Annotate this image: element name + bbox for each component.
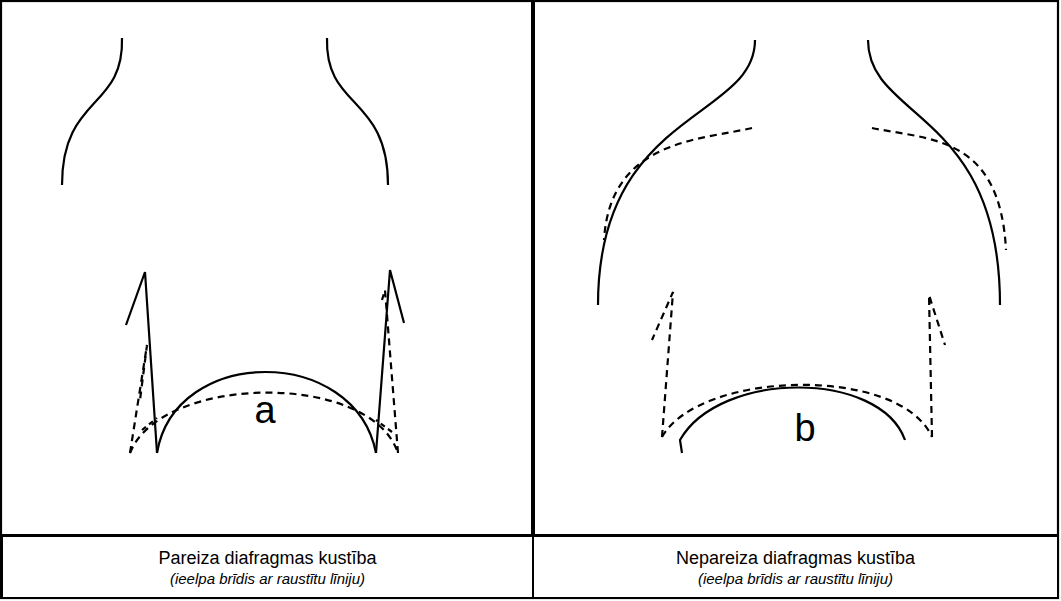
rib-arrow <box>126 272 157 453</box>
diaphragm-exhale <box>680 388 905 454</box>
panel-letter: a <box>254 390 275 430</box>
rib-arrow-inhale <box>130 345 147 453</box>
rib-arrow-inhale <box>142 418 157 430</box>
shoulder-raised <box>604 128 752 240</box>
caption-cell: Nepareiza diafragmas kustība(ieelpa brīd… <box>532 535 1059 599</box>
rib-arrow <box>376 270 404 453</box>
panel-letter: b <box>794 408 815 448</box>
rib-arrow-inhale <box>929 295 945 437</box>
shoulder-raised <box>872 128 1006 250</box>
shoulder-outline <box>62 38 122 185</box>
rib-arrow-inhale <box>382 290 398 453</box>
shoulder-outline <box>598 40 755 305</box>
shoulder-outline <box>327 38 388 185</box>
caption-title: Pareiza diafragmas kustība <box>158 547 376 569</box>
diaphragm-exhale <box>157 372 376 453</box>
caption-note: (ieelpa brīdis ar raustītu līniju) <box>698 569 893 588</box>
rib-arrow-inhale <box>376 420 392 432</box>
caption-title: Nepareiza diafragmas kustība <box>676 547 915 569</box>
shoulder-outline <box>868 40 1000 305</box>
caption-note: (ieelpa brīdis ar raustītu līniju) <box>170 569 365 588</box>
panel-divider <box>531 1 535 598</box>
caption-cell: Pareiza diafragmas kustība(ieelpa brīdis… <box>1 535 534 599</box>
rib-arrow-inhale <box>652 292 673 437</box>
